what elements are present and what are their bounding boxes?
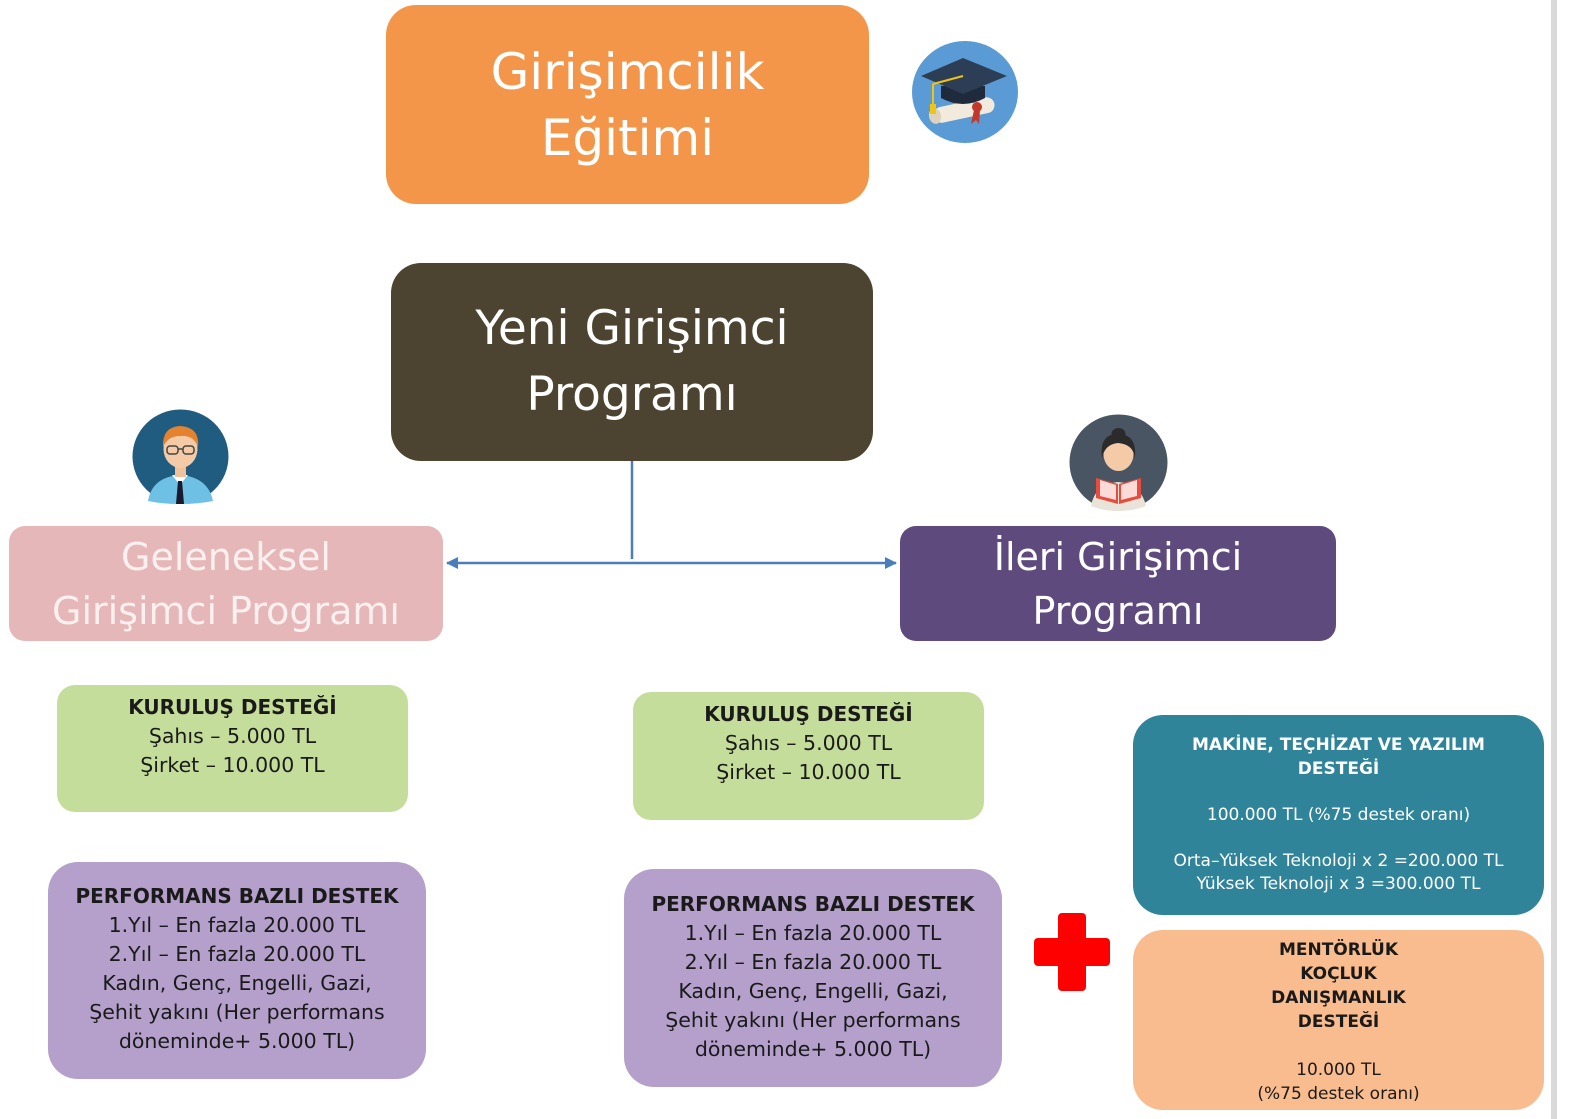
machine-tech-line: Yüksek Teknoloji x 3 =300.000 TL — [1196, 874, 1481, 894]
traditional-program-box: Geleneksel Girişimci Programı — [9, 526, 443, 641]
program-title-line-2: Programı — [526, 367, 738, 422]
woman-reading-avatar-icon — [1069, 414, 1168, 511]
traditional-kurulus-card: KURULUŞ DESTEĞİ Şahıs – 5.000 TL Şirket … — [57, 685, 408, 812]
traditional-kurulus-heading: KURULUŞ DESTEĞİ — [128, 695, 337, 719]
advanced-title-line-2: Programı — [1032, 588, 1204, 633]
machine-tech-line: Orta–Yüksek Teknoloji x 2 =200.000 TL — [1173, 851, 1504, 871]
advanced-performance-heading: PERFORMANS BAZLI DESTEK — [651, 892, 975, 916]
advanced-kurulus-heading: KURULUŞ DESTEĞİ — [704, 702, 913, 726]
machine-heading-line: MAKİNE, TEÇHİZAT VE YAZILIM — [1192, 735, 1485, 755]
mentoring-heading-line: DANIŞMANLIK — [1271, 988, 1406, 1008]
mentoring-heading-line: DESTEĞİ — [1297, 1012, 1380, 1032]
program-title-box: Yeni Girişimci Programı — [391, 263, 873, 461]
advanced-kurulus-line: Şirket – 10.000 TL — [716, 760, 901, 784]
traditional-performance-heading: PERFORMANS BAZLI DESTEK — [75, 884, 399, 908]
education-title-line-2: Eğitimi — [540, 108, 715, 167]
businessman-avatar-icon — [132, 409, 229, 504]
program-title-line-1: Yeni Girişimci — [475, 301, 789, 356]
traditional-performance-line: 2.Yıl – En fazla 20.000 TL — [108, 942, 366, 966]
machine-amount: 100.000 TL (%75 destek oranı) — [1206, 805, 1471, 825]
mentoring-support-card: MENTÖRLÜK KOÇLUK DANIŞMANLIK DESTEĞİ 10.… — [1133, 930, 1544, 1110]
advanced-kurulus-line: Şahıs – 5.000 TL — [724, 731, 893, 755]
advanced-performance-line: 1.Yıl – En fazla 20.000 TL — [684, 921, 942, 945]
machine-heading-line: DESTEĞİ — [1297, 759, 1380, 779]
traditional-title-line-2: Girişimci Programı — [52, 588, 400, 633]
advanced-performance-card: PERFORMANS BAZLI DESTEK 1.Yıl – En fazla… — [624, 869, 1002, 1087]
mentoring-heading-line: KOÇLUK — [1300, 964, 1377, 984]
traditional-kurulus-line: Şahıs – 5.000 TL — [148, 724, 317, 748]
machine-support-card: MAKİNE, TEÇHİZAT VE YAZILIM DESTEĞİ 100.… — [1133, 715, 1544, 915]
education-title-box: Girişimcilik Eğitimi — [386, 5, 869, 204]
traditional-performance-line: Kadın, Genç, Engelli, Gazi, — [102, 971, 372, 995]
traditional-performance-line: döneminde+ 5.000 TL) — [118, 1029, 356, 1053]
graduation-cap-diploma-icon — [912, 41, 1018, 143]
mentoring-heading-line: MENTÖRLÜK — [1278, 940, 1399, 960]
right-edge-divider — [1551, 0, 1557, 1119]
traditional-kurulus-line: Şirket – 10.000 TL — [140, 753, 325, 777]
advanced-program-box: İleri Girişimci Programı — [900, 526, 1336, 641]
mentoring-amount-line: (%75 destek oranı) — [1257, 1084, 1420, 1104]
advanced-title-line-1: İleri Girişimci — [993, 534, 1243, 579]
traditional-title-line-1: Geleneksel — [121, 534, 331, 579]
traditional-performance-card: PERFORMANS BAZLI DESTEK 1.Yıl – En fazla… — [48, 862, 426, 1079]
education-title-line-1: Girişimcilik — [490, 42, 765, 101]
traditional-performance-line: Şehit yakını (Her performans — [89, 1000, 385, 1024]
advanced-kurulus-card: KURULUŞ DESTEĞİ Şahıs – 5.000 TL Şirket … — [633, 692, 984, 820]
advanced-performance-line: döneminde+ 5.000 TL) — [694, 1037, 932, 1061]
advanced-performance-line: 2.Yıl – En fazla 20.000 TL — [684, 950, 942, 974]
advanced-performance-line: Şehit yakını (Her performans — [665, 1008, 961, 1032]
mentoring-amount-line: 10.000 TL — [1296, 1060, 1381, 1080]
advanced-performance-line: Kadın, Genç, Engelli, Gazi, — [678, 979, 948, 1003]
plus-icon — [1034, 913, 1110, 991]
traditional-performance-line: 1.Yıl – En fazla 20.000 TL — [108, 913, 366, 937]
